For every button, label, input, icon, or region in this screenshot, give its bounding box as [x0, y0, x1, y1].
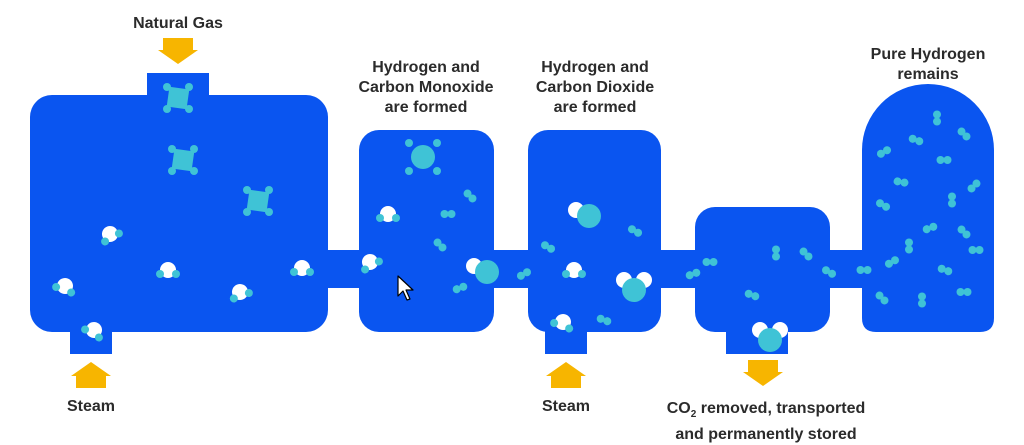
hydrogen-molecule: [627, 225, 643, 237]
hydrogen-molecule: [702, 258, 718, 266]
hydrogen-molecule: [876, 146, 892, 158]
co-stage-line-3: are formed: [384, 99, 468, 116]
pure-hydrogen-vessel: [862, 84, 994, 332]
carbon-dioxide-molecule: [616, 272, 652, 302]
water-molecule: [81, 322, 103, 342]
co2-stage-label: Hydrogen and Carbon Dioxide are formed: [505, 58, 685, 118]
steam-right-label: Steam: [541, 398, 591, 415]
hydrogen-molecule: [957, 127, 971, 141]
carbon-dioxide-molecule: [752, 322, 788, 352]
hydrogen-molecule: [433, 238, 447, 252]
methane-molecule: [405, 139, 441, 175]
hydrogen-molecule: [875, 199, 891, 211]
hydrogen-molecule: [893, 177, 909, 187]
water-molecule: [550, 314, 574, 333]
mouse-pointer-icon: [397, 275, 414, 301]
co2-removed-line-2: and permanently stored: [675, 426, 857, 444]
steam-left-label: Steam: [66, 398, 116, 415]
hydrogen-molecule: [856, 266, 872, 274]
water-molecule: [361, 254, 383, 274]
hydrogen-molecule: [452, 282, 468, 294]
hydrogen-molecule: [956, 288, 972, 296]
reformer-vessel: [30, 95, 328, 332]
co2-stage-line-1: Hydrogen and: [541, 59, 649, 76]
co2-stage-line-3: are formed: [553, 99, 637, 116]
hydrogen-molecule: [772, 245, 780, 261]
arrows: [71, 38, 783, 388]
hydrogen-molecule: [968, 246, 984, 254]
co-stage-line-1: Hydrogen and: [372, 59, 480, 76]
water-molecule: [562, 262, 586, 278]
methane-molecule: [168, 145, 198, 175]
pipe-3: [655, 250, 701, 288]
hydrogen-molecule: [516, 268, 532, 280]
methane-molecule: [163, 83, 193, 113]
co2-removed-label: CO2 removed, transported and permanently…: [636, 399, 896, 445]
water-molecule: [229, 284, 253, 303]
carbon-monoxide-molecule: [466, 258, 499, 284]
hydrogen-molecule: [948, 192, 956, 208]
natural-gas-label: Natural Gas: [133, 15, 223, 32]
co2-removed-line-1: CO2 removed, transported: [666, 400, 866, 421]
water-molecule: [376, 206, 400, 222]
hydrogen-molecule: [905, 238, 913, 254]
hydrogen-molecule: [596, 314, 612, 326]
co2-out-arrow-icon: [743, 360, 783, 386]
co-stage-vessel: [359, 130, 494, 332]
pure-hydrogen-line-2: remains: [897, 66, 959, 83]
hydrogen-molecule: [799, 247, 813, 261]
water-molecule: [52, 278, 76, 297]
hydrogen-molecule: [922, 222, 938, 234]
hydrogen-molecule: [908, 134, 924, 146]
pipe-1: [322, 250, 366, 288]
water-molecule: [101, 226, 123, 246]
molecules: [52, 83, 984, 352]
hydrogen-molecule: [685, 268, 701, 280]
hydrogen-molecule: [884, 256, 900, 268]
hydrogen-molecule: [463, 189, 477, 203]
pure-hydrogen-line-1: Pure Hydrogen: [870, 46, 986, 63]
hydrogen-molecule: [440, 210, 456, 218]
carbon-monoxide-molecule: [568, 202, 601, 228]
pure-hydrogen-label: Pure Hydrogen remains: [848, 45, 1008, 85]
hydrogen-molecule: [967, 179, 981, 193]
steam-right-arrow-icon: [546, 362, 586, 388]
water-molecule: [156, 262, 180, 278]
hydrogen-molecule: [937, 264, 953, 276]
hydrogen-molecule: [540, 241, 556, 253]
hydrogen-molecule: [918, 292, 926, 308]
hydrogen-molecule: [933, 110, 941, 126]
co-stage-label: Hydrogen and Carbon Monoxide are formed: [336, 58, 516, 118]
co2-removal-vessel: [695, 207, 830, 332]
steam-left-arrow-icon: [71, 362, 111, 388]
water-molecule: [290, 260, 314, 276]
natural-gas-arrow-icon: [158, 38, 198, 64]
co2-stage-line-2: Carbon Dioxide: [535, 79, 655, 96]
hydrogen-molecule: [744, 289, 760, 301]
methane-molecule: [243, 186, 273, 216]
hydrogen-molecule: [936, 156, 952, 164]
hydrogen-molecule: [821, 266, 837, 278]
hydrogen-molecule: [875, 291, 889, 305]
hydrogen-molecule: [957, 225, 971, 239]
co-stage-line-2: Carbon Monoxide: [358, 79, 494, 96]
